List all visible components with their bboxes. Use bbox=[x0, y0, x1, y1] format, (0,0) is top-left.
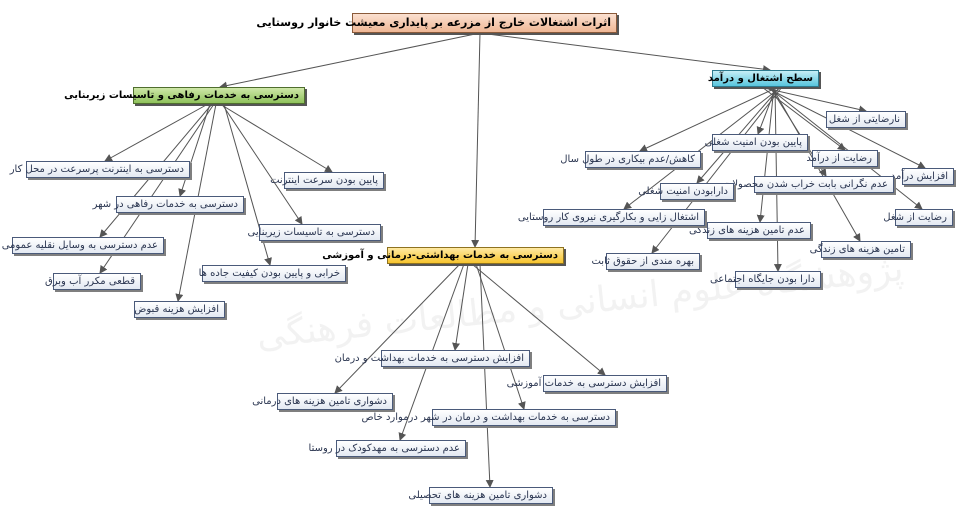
emp-item-low-job-security: پایین بودن امنیت شغلی bbox=[705, 134, 808, 151]
connector-arrow bbox=[178, 103, 211, 197]
emp-item-income-increase: افزایش درآمد bbox=[891, 168, 954, 185]
infra-item-infrastructure-access: دسترسی به تاسیسات زیربنایی bbox=[248, 224, 381, 241]
emp-item-job-security: دارابودن امنیت شغلی bbox=[638, 183, 734, 200]
root-node: اثرات اشتغالات خارج از مزرعه بر پایداری … bbox=[256, 13, 617, 33]
connector-arrow bbox=[104, 103, 209, 162]
emp-item-living-costs-covered: تامین هزینه های زندگی bbox=[810, 241, 911, 258]
health-item-no-kindergarten: عدم دسترسی به مهدکودک در روستا bbox=[309, 440, 466, 457]
connector-arrow bbox=[334, 263, 461, 394]
branch-infrastructure: دسترسی به خدمات رفاهی و تاسیسات زیربنایی bbox=[64, 87, 305, 104]
connector-arrow bbox=[471, 263, 606, 376]
emp-item-job-satisfaction: رضایت از شغل bbox=[883, 209, 953, 226]
connector-arrow bbox=[761, 86, 846, 151]
health-item-medical-costs: دشواری تامین هزینه های درمانی bbox=[252, 393, 393, 410]
infra-item-highspeed-internet: دسترسی به اینترنت پرسرعت در محل کار bbox=[10, 161, 190, 178]
infra-item-bill-costs: افزایش هزینه قبوض bbox=[134, 301, 225, 318]
infra-item-city-welfare: دسترسی به خدمات رفاهی در شهر bbox=[93, 196, 244, 213]
connector-arrow bbox=[219, 32, 481, 90]
emp-item-rural-job-creation: اشتغال زایی و بکارگیری نیروی کار روستایی bbox=[518, 209, 705, 226]
infra-item-road-quality: خرابی و پایین بودن کیفیت جاده ها bbox=[199, 265, 346, 282]
emp-item-no-crop-worry: عدم نگرانی بابت خراب شدن محصولات bbox=[723, 176, 894, 193]
emp-item-living-costs-not-covered: عدم تامین هزینه های زندگی bbox=[689, 222, 811, 239]
connector-arrow bbox=[767, 86, 923, 210]
emp-item-fixed-salary: بهره مندی از حقوق ثابت bbox=[591, 253, 700, 270]
emp-item-social-status: دارا بودن جایگاه اجتماعی bbox=[710, 271, 821, 288]
emp-item-income-satisfaction: رضایت از درآمد bbox=[806, 150, 878, 167]
connector-arrow bbox=[452, 263, 469, 351]
emp-item-year-round-employment: کاهش/عدم بیکاری در طول سال bbox=[560, 151, 701, 168]
health-item-city-health-special: دسترسی به خدمات بهداشت و درمان در شهر در… bbox=[361, 409, 616, 426]
health-item-education-access: افزایش دسترسی به خدمات آموزشی bbox=[507, 375, 667, 392]
infra-item-public-transport: عدم دسترسی به وسایل نقلیه عمومی bbox=[2, 237, 164, 254]
health-item-education-costs: دشواری تامین هزینه های تحصیلی bbox=[408, 487, 553, 504]
connector-arrow bbox=[219, 103, 333, 173]
connector-arrow bbox=[623, 86, 782, 210]
connector-arrow bbox=[639, 86, 779, 152]
connector-arrow bbox=[479, 263, 494, 488]
connector-arrow bbox=[475, 263, 526, 410]
connector-arrow bbox=[471, 32, 481, 248]
connector-arrow bbox=[221, 103, 303, 225]
infra-item-water-power-outage: قطعی مکرر آب وبرق bbox=[45, 273, 141, 290]
health-item-health-access-increase: افزایش دسترسی به خدمات بهداشت و درمان bbox=[335, 350, 530, 367]
connector-arrow bbox=[756, 86, 775, 223]
infra-item-slow-internet: پایین بودن سرعت اینترنت bbox=[270, 172, 384, 189]
connector-arrow bbox=[759, 86, 867, 114]
connector-arrow bbox=[479, 32, 771, 74]
emp-item-job-dissatisfaction: نارضایتی از شغل bbox=[826, 111, 906, 128]
branch-health: دسترسی به خدمات بهداشتی-درمانی و آموزشی bbox=[322, 247, 564, 264]
branch-employment: سطح اشتغال و درآمد bbox=[708, 70, 819, 87]
